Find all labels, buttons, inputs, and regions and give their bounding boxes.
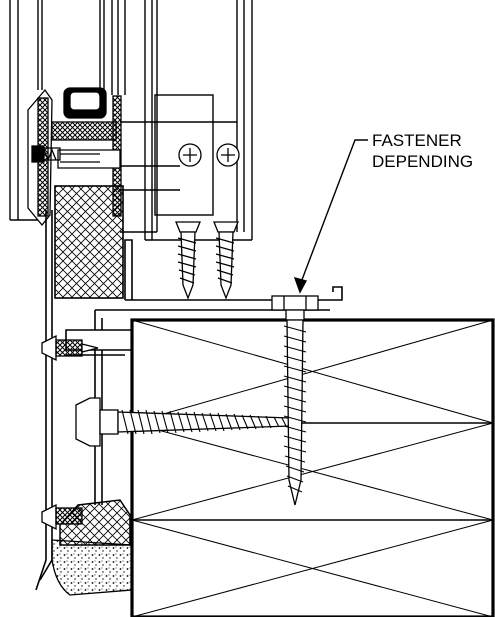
callout-text-line1: FASTENER <box>372 131 462 150</box>
glazing-gasket-assembly <box>27 87 122 227</box>
vertical-fastener <box>271 295 319 506</box>
wood-blocking <box>130 318 495 617</box>
callout-leader <box>293 139 368 294</box>
sealant-bead <box>59 499 131 546</box>
frame-screw-left <box>175 143 202 300</box>
window-frame <box>9 0 253 241</box>
insulation-block <box>54 185 124 299</box>
screw-upper-left <box>41 334 99 362</box>
backer-rod-grout <box>51 539 133 596</box>
callout-text-line2: DEPENDING <box>372 152 473 171</box>
frame-screw-right <box>213 143 240 300</box>
sill-flashing <box>35 210 343 591</box>
horizontal-lag-screw <box>75 397 302 447</box>
